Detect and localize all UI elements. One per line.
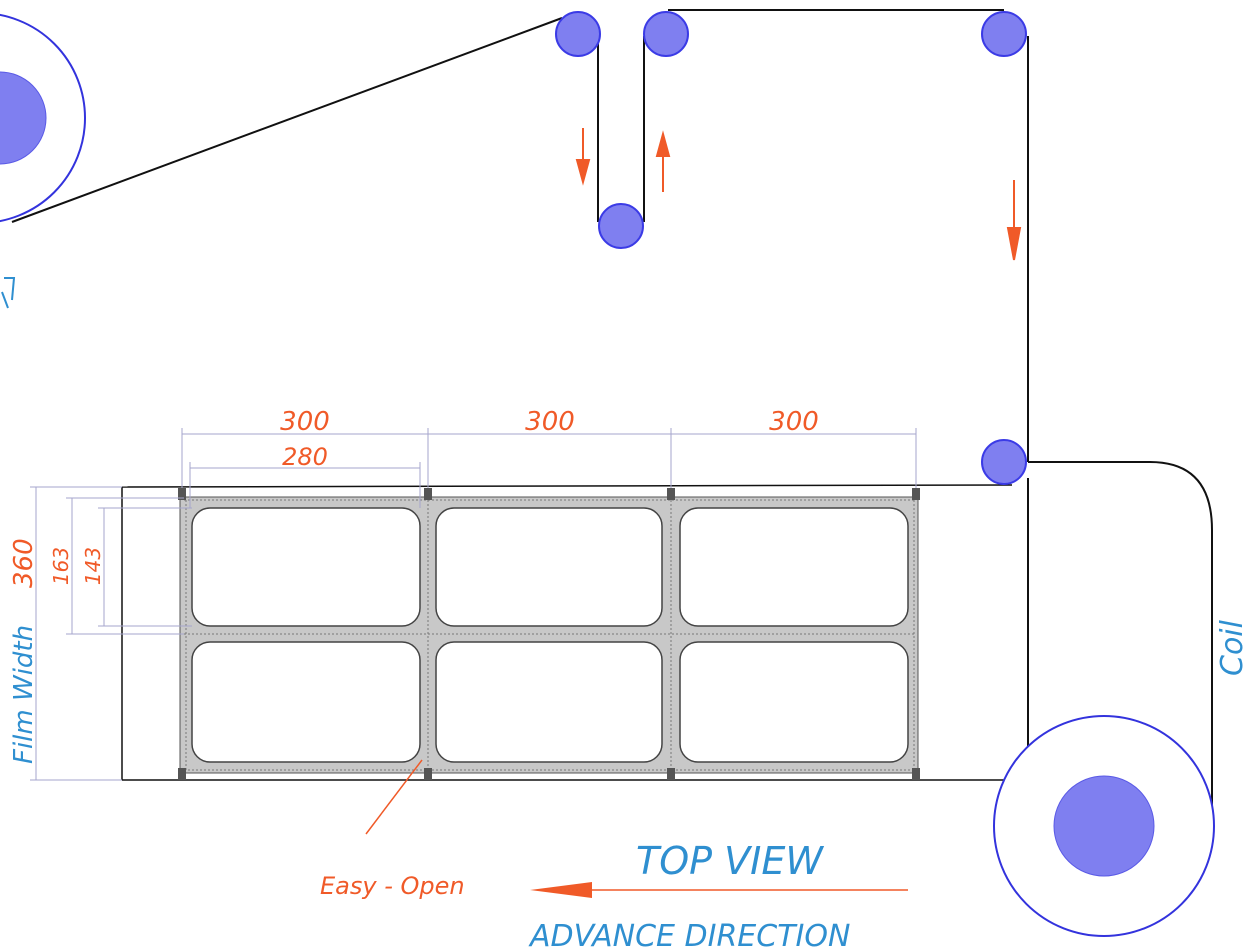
arrow-down-right — [1006, 180, 1022, 261]
dim-cavity-pitch: 163 — [49, 547, 73, 585]
arrow-down-left — [575, 128, 591, 186]
dim-pitch-3: 300 — [769, 407, 819, 437]
lower-coil — [993, 715, 1215, 937]
vertical-dimensions — [30, 486, 192, 781]
roller-4 — [981, 439, 1027, 485]
top-view-title: TOP VIEW — [636, 839, 824, 883]
film-width-label: Film Width 360 — [9, 538, 39, 764]
dim-cavity-height: 143 — [81, 547, 105, 585]
film-web-path — [11, 9, 1213, 822]
svg-text:Film Width: Film Width — [9, 625, 39, 764]
easy-open-label: Easy - Open — [320, 872, 465, 900]
dim-cavity-width: 280 — [282, 443, 328, 471]
svg-text:360: 360 — [9, 538, 39, 588]
horizontal-dimensions — [181, 428, 917, 508]
advance-arrow — [530, 882, 908, 898]
advance-direction-title: ADVANCE DIRECTION — [528, 919, 850, 950]
roller-3 — [981, 11, 1027, 57]
dancer-roller — [598, 203, 644, 249]
tray-grid — [178, 488, 920, 780]
upper-coil — [0, 13, 86, 223]
easy-open-leader — [365, 759, 423, 835]
cut-off-label-fragment — [1, 277, 16, 309]
coil-label: Coil — [1215, 619, 1247, 676]
roller-2 — [643, 11, 689, 57]
roller-1 — [555, 11, 601, 57]
arrow-up — [655, 130, 671, 192]
dim-pitch-1: 300 — [280, 407, 330, 437]
dim-pitch-2: 300 — [525, 407, 575, 437]
